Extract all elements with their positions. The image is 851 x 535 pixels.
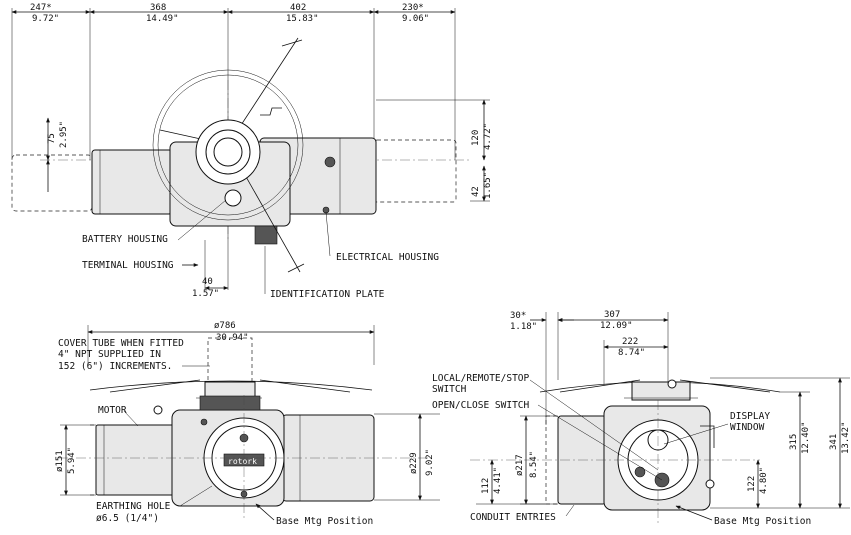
dim-112-mm: 112 xyxy=(481,478,491,494)
dim-112-in: 4.41" xyxy=(493,467,503,494)
dim-229-mm: ø229 xyxy=(409,452,419,474)
dim-151-mm: ø151 xyxy=(55,450,65,472)
dim-217-in: 8.54" xyxy=(529,451,539,478)
dim-120-in: 4.72" xyxy=(483,123,493,150)
label-cover-tube-3: 152 (6") INCREMENTS. xyxy=(58,361,172,372)
dim-30-mm: 30* xyxy=(510,311,526,321)
label-battery-housing: BATTERY HOUSING xyxy=(82,234,168,245)
label-display-2: WINDOW xyxy=(730,422,765,433)
dim-341-mm: 341 xyxy=(829,434,839,450)
label-electrical-housing: ELECTRICAL HOUSING xyxy=(336,252,439,263)
dim-30-in: 1.18" xyxy=(510,322,537,332)
dim-307-in: 12.09" xyxy=(600,321,633,331)
dim-122-mm: 122 xyxy=(747,476,757,492)
dim-151-in: 5.94" xyxy=(67,447,77,474)
dim-230-in: 9.06" xyxy=(402,14,429,24)
dim-222-in: 8.74" xyxy=(618,348,645,358)
label-local-remote-2: SWITCH xyxy=(432,384,467,395)
dim-40-in: 1.57" xyxy=(192,289,219,299)
dim-341-in: 13.42" xyxy=(841,421,851,454)
label-earthing-hole-1: EARTHING HOLE xyxy=(96,501,171,512)
dim-42-mm: 42 xyxy=(471,186,481,197)
dim-368-mm: 368 xyxy=(150,3,166,13)
label-display-1: DISPLAY xyxy=(730,411,770,422)
dim-42-in: 1.65" xyxy=(483,172,493,199)
label-base-mtg-side: Base Mtg Position xyxy=(714,516,811,527)
dim-75-in: 2.95" xyxy=(59,121,69,148)
dim-222-mm: 222 xyxy=(622,337,638,347)
side-view: 30* 1.18" 307 12.09" 222 8.74" ø217 8.54… xyxy=(432,310,851,527)
brand-logo-text: rotork xyxy=(228,457,257,466)
dim-402-in: 15.83" xyxy=(286,14,319,24)
dim-120-mm: 120 xyxy=(471,130,481,146)
label-earthing-hole-2: ø6.5 (1/4") xyxy=(96,513,159,524)
label-local-remote-1: LOCAL/REMOTE/STOP xyxy=(432,373,530,384)
label-cover-tube-1: COVER TUBE WHEN FITTED xyxy=(58,338,184,349)
dim-315-in: 12.40" xyxy=(801,421,811,454)
dim-786-mm: ø786 xyxy=(214,321,236,331)
label-conduit-entries: CONDUIT ENTRIES xyxy=(470,512,556,523)
dim-75-mm: 75 xyxy=(47,133,57,144)
label-base-mtg-front: Base Mtg Position xyxy=(276,516,373,527)
dim-217-mm: ø217 xyxy=(515,454,525,476)
label-identification-plate: IDENTIFICATION PLATE xyxy=(270,289,385,300)
label-cover-tube-2: 4" NPT SUPPLIED IN xyxy=(58,349,161,360)
dim-230-mm: 230* xyxy=(402,3,424,13)
top-view: 247* 9.72" 368 14.49" 402 15.83" 230* 9.… xyxy=(11,3,493,300)
dim-402-mm: 402 xyxy=(290,3,306,13)
dim-122-in: 4.80" xyxy=(759,467,769,494)
dim-315-mm: 315 xyxy=(789,434,799,450)
dim-307-mm: 307 xyxy=(604,310,620,320)
label-motor: MOTOR xyxy=(98,405,127,416)
front-view: ø786 30.94" COVER TUBE WHEN FITTED 4" NP… xyxy=(55,321,440,527)
label-terminal-housing: TERMINAL HOUSING xyxy=(82,260,174,271)
dim-40-mm: 40 xyxy=(202,277,213,287)
dim-229-in: 9.02" xyxy=(425,449,435,476)
dim-368-in: 14.49" xyxy=(146,14,179,24)
label-open-close: OPEN/CLOSE SWITCH xyxy=(432,400,530,411)
dim-247-in: 9.72" xyxy=(32,14,59,24)
dim-247-mm: 247* xyxy=(30,3,52,13)
